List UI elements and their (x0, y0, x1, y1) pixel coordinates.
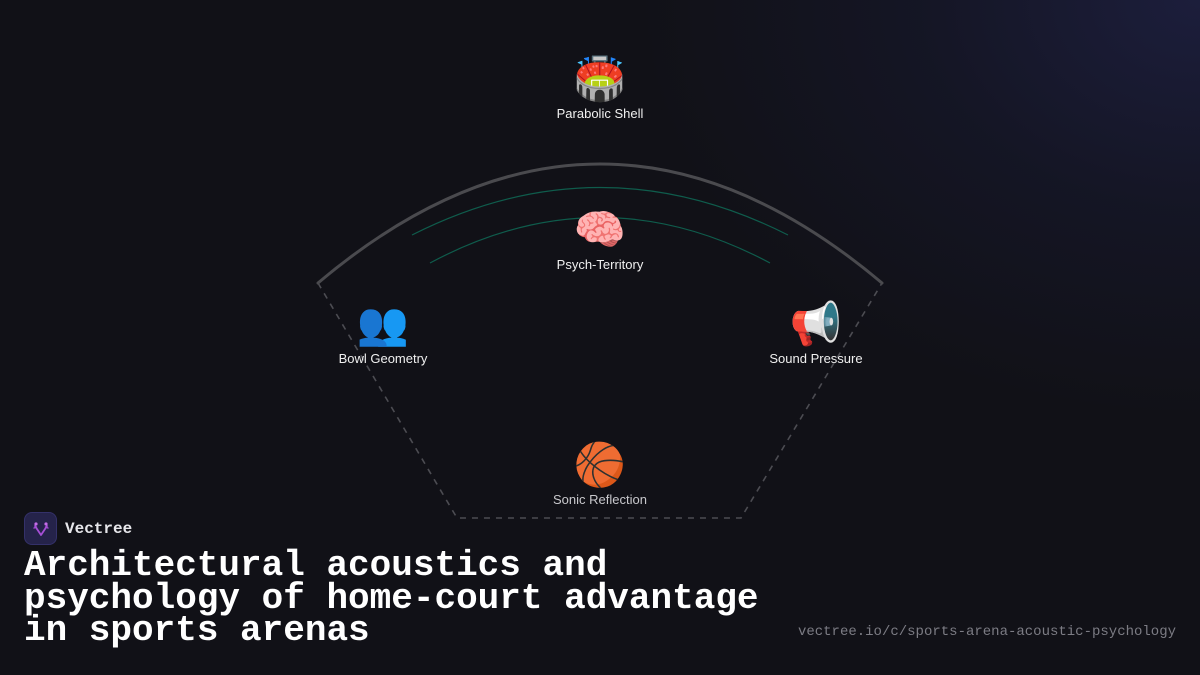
node-bowl-geometry: 👥 Bowl Geometry (303, 299, 463, 366)
basketball-icon: 🏀 (573, 440, 627, 489)
stadium-icon: 🏟️ (573, 54, 627, 103)
shell-arc (316, 162, 884, 285)
page-title: Architectural acoustics and psychology o… (24, 545, 759, 651)
brand-name: Vectree (65, 519, 133, 538)
node-sound-pressure: 📢 Sound Pressure (736, 299, 896, 366)
node-label: Psych-Territory (556, 257, 644, 272)
wave-arc-outer (411, 187, 789, 236)
node-label: Sonic Reflection (553, 492, 647, 507)
brain-icon: 🧠 (573, 205, 627, 254)
node-label: Parabolic Shell (556, 106, 644, 121)
megaphone-icon: 📢 (789, 299, 843, 348)
bowl-outline (317, 282, 883, 519)
page-url[interactable]: vectree.io/c/sports-arena-acoustic-psych… (797, 624, 1176, 640)
node-sonic-reflection: 🏀 Sonic Reflection (520, 440, 680, 507)
node-parabolic-shell: 🏟️ Parabolic Shell (520, 54, 680, 121)
wave-arc-inner (429, 216, 771, 264)
people-silhouettes-icon: 👥 (356, 299, 410, 348)
brand[interactable]: Vectree (24, 512, 132, 545)
node-label: Bowl Geometry (338, 351, 428, 366)
vectree-logo-icon (24, 512, 57, 545)
node-psych-territory: 🧠 Psych-Territory (520, 205, 680, 272)
node-label: Sound Pressure (769, 351, 863, 366)
